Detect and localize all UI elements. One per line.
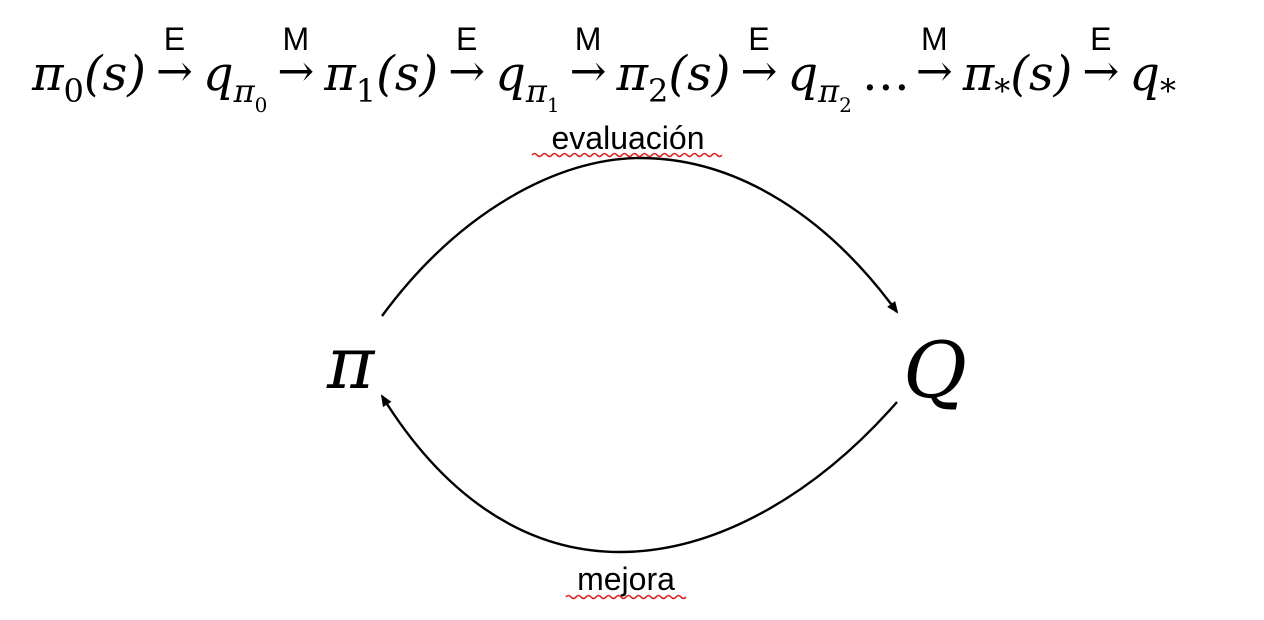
term-base: π (323, 46, 357, 102)
step-arrow: → (741, 46, 778, 97)
term-subscript: * (1160, 72, 1176, 110)
term-subscript: π (525, 72, 548, 110)
spellcheck-underline-top (531, 152, 723, 158)
improvement-arrow (380, 394, 898, 554)
value-node-label: Q (903, 326, 967, 416)
evaluation-arrow (381, 156, 899, 317)
term-subsubscript: 1 (547, 93, 560, 117)
policy-node-label: π (326, 321, 376, 405)
improvement-label: mejora (577, 561, 675, 597)
term-subscript: 1 (356, 72, 376, 110)
step-label-evaluation: E (1090, 21, 1111, 57)
step-label-improvement: M (921, 21, 948, 57)
step-arrow: → (570, 46, 607, 97)
term-subscript: 0 (64, 72, 84, 110)
term-subscript: 2 (648, 72, 668, 110)
step-arrow: → (156, 46, 193, 97)
term-base: q (1129, 46, 1160, 102)
step-label-evaluation: E (456, 21, 477, 57)
step-arrow: → (448, 46, 485, 97)
term-subsubscript: 0 (255, 93, 268, 117)
step-arrow: → (277, 46, 314, 97)
step-arrow: → (1082, 46, 1119, 97)
ellipsis: … (862, 46, 910, 102)
step-label-improvement: M (575, 21, 602, 57)
evaluation-label: evaluación (552, 120, 705, 156)
term-subsubscript: 2 (839, 93, 852, 117)
spellcheck-underline-bottom (565, 594, 687, 600)
term-base: q (495, 46, 526, 102)
term-subscript: π (817, 72, 840, 110)
term-argument: (s) (1010, 46, 1072, 102)
step-label-improvement: M (282, 21, 309, 57)
term-argument: (s) (376, 46, 438, 102)
term-argument: (s) (84, 46, 146, 102)
term-base: π (616, 46, 650, 102)
term-base: π (962, 46, 996, 102)
term-base: q (203, 46, 234, 102)
step-label-evaluation: E (748, 21, 769, 57)
term-base: π (31, 46, 65, 102)
term-base: q (787, 46, 818, 102)
term-subscript: * (994, 72, 1010, 110)
step-label-evaluation: E (164, 21, 185, 57)
step-arrow: → (916, 46, 953, 97)
term-argument: (s) (668, 46, 730, 102)
term-subscript: π (233, 72, 256, 110)
